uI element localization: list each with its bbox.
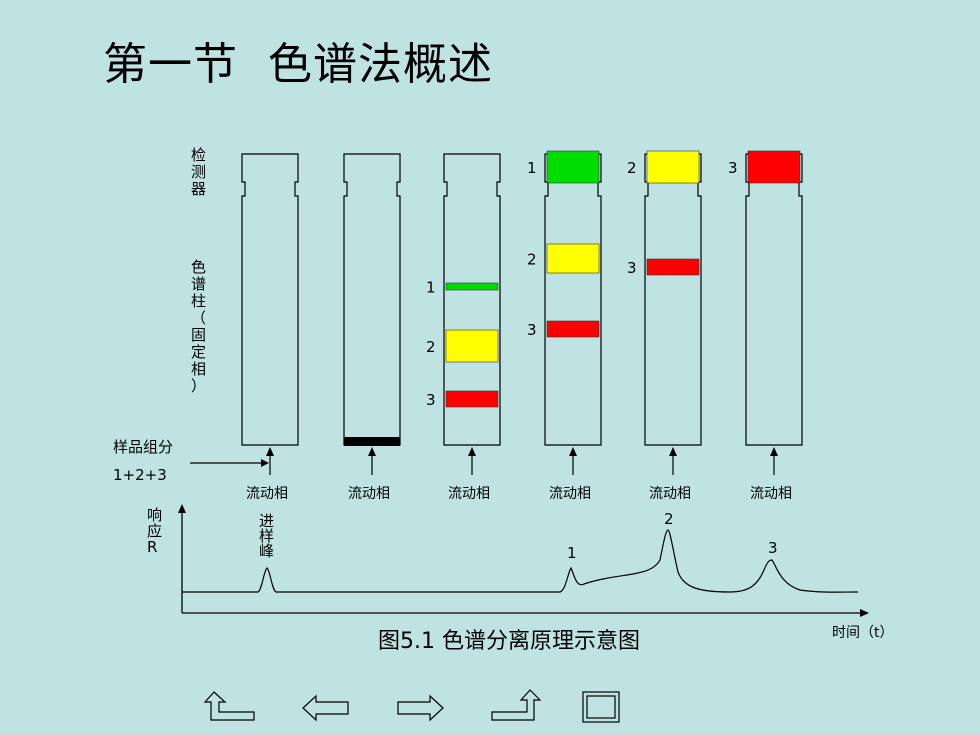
band-label-3: 3 <box>527 321 537 339</box>
band-label-1: 1 <box>527 159 537 177</box>
band-label-1: 1 <box>426 279 436 297</box>
band-2 <box>546 243 600 274</box>
page-title: 第一节 色谱法概述 <box>103 39 493 90</box>
column-6: 3 流动相 <box>728 150 803 502</box>
x-axis-label: 时间（t） <box>832 625 894 641</box>
column-2: 流动相 <box>343 153 401 502</box>
injection-peak-label: 进样峰 <box>259 512 274 560</box>
band-1 <box>445 282 499 291</box>
column-outline <box>343 153 401 446</box>
column-label: 色谱柱（固定相） <box>191 258 206 395</box>
detector-label: 检测器 <box>191 146 206 198</box>
columns-group: 流动相 流动相 1 2 3 流动相 1 2 3 流动相 2 3 流动相 3 流动相 <box>241 150 803 502</box>
flow-arrow-head <box>669 447 677 456</box>
flow-arrow-head <box>468 447 476 456</box>
left-arrow-icon[interactable] <box>300 688 360 728</box>
column-outline <box>745 153 803 446</box>
y-axis-arrow <box>178 504 186 513</box>
x-axis-arrow <box>860 609 869 617</box>
column-3: 1 2 3 流动相 <box>426 153 501 502</box>
band-label-2: 2 <box>426 338 436 356</box>
flow-arrow-head <box>569 447 577 456</box>
band-label-2: 2 <box>527 251 537 269</box>
column-4: 1 2 3 流动相 <box>527 150 602 502</box>
peak-label-3: 3 <box>768 539 778 557</box>
band-3 <box>445 390 499 408</box>
figure-caption: 图5.1 色谱分离原理示意图 <box>378 629 640 654</box>
mobile-phase-label: 流动相 <box>448 486 490 502</box>
sample-arrow-head <box>261 459 269 467</box>
column-outline <box>241 153 299 446</box>
band-1 <box>546 150 600 184</box>
band-2 <box>445 329 499 363</box>
column-outline <box>644 153 702 446</box>
return-first-icon[interactable] <box>200 688 260 728</box>
band-label-3: 3 <box>426 391 436 409</box>
column-5: 2 3 流动相 <box>627 150 702 502</box>
band-2 <box>646 150 700 184</box>
end-show-icon[interactable] <box>575 688 635 728</box>
band-3 <box>747 150 801 184</box>
band-3 <box>646 258 700 276</box>
peak-label-2: 2 <box>664 510 674 528</box>
sample-band <box>344 437 400 446</box>
peak-label-1: 1 <box>567 544 577 562</box>
mobile-phase-label: 流动相 <box>649 486 691 502</box>
band-label-2: 2 <box>627 159 637 177</box>
mobile-phase-label: 流动相 <box>549 486 591 502</box>
return-up-icon[interactable] <box>488 688 548 728</box>
flow-arrow-head <box>266 447 274 456</box>
band-label-3: 3 <box>627 259 637 277</box>
flow-arrow-head <box>368 447 376 456</box>
flow-arrow-head <box>770 447 778 456</box>
sample-formula: 1+2+3 <box>113 466 167 484</box>
band-3 <box>546 320 600 338</box>
mobile-phase-label: 流动相 <box>348 486 390 502</box>
right-arrow-icon[interactable] <box>395 688 455 728</box>
sample-label: 样品组分 <box>113 438 173 456</box>
mobile-phase-label: 流动相 <box>750 486 792 502</box>
band-label-3: 3 <box>728 159 738 177</box>
mobile-phase-label: 流动相 <box>246 486 288 502</box>
chromatogram-trace <box>182 529 859 593</box>
column-outline <box>544 153 602 446</box>
column-1: 流动相 <box>241 153 299 502</box>
column-outline <box>443 153 501 446</box>
